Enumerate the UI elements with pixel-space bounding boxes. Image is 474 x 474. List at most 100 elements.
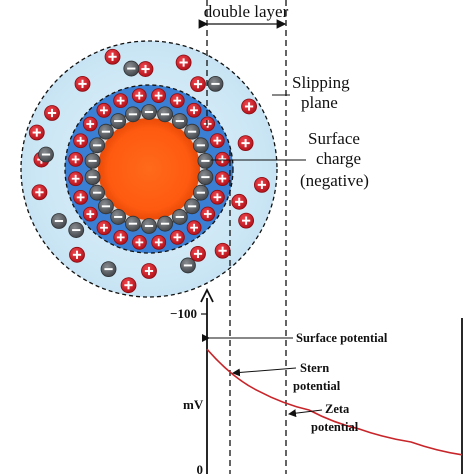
plus-sign-icon (79, 193, 82, 202)
plus-sign-icon (176, 233, 179, 242)
double-layer-label: double layer (204, 2, 289, 21)
diffuse-positive-ion (141, 263, 157, 279)
diffuse-positive-ion (120, 277, 137, 294)
plus-sign-icon (245, 216, 248, 225)
y-axis-arrowhead (200, 287, 214, 303)
diffuse-layer-ions (28, 48, 270, 294)
plus-sign-icon (176, 96, 179, 105)
stern-positive-ion (131, 88, 147, 104)
stern-potential-label-line1: Stern (300, 361, 329, 375)
plus-sign-icon (221, 246, 224, 255)
surface-charge-label-line1: Surface (308, 129, 360, 148)
diffuse-negative-ion (180, 257, 196, 274)
tick-label-top: −100 (170, 306, 197, 321)
stern-positive-ion (96, 102, 112, 118)
stern-positive-ion (214, 151, 230, 167)
minus-sign-icon (128, 222, 138, 225)
stern-positive-ion (214, 171, 230, 186)
plus-sign-icon (238, 197, 241, 206)
stern-positive-ion (169, 229, 185, 245)
surface-negative-ion (89, 137, 106, 154)
plus-sign-icon (144, 64, 147, 74)
minus-sign-icon (160, 222, 170, 225)
minus-sign-icon (101, 130, 111, 133)
diffuse-positive-ion (69, 246, 85, 263)
plus-sign-icon (157, 238, 160, 247)
minus-sign-icon (183, 264, 193, 267)
diffuse-positive-ion (253, 176, 270, 193)
plus-sign-icon (127, 281, 130, 290)
minus-sign-icon (72, 229, 81, 232)
diffuse-positive-ion (190, 76, 206, 93)
plus-sign-icon (157, 91, 160, 100)
stern-potential-label-line2: potential (293, 379, 341, 393)
stern-positive-ion (96, 220, 112, 236)
surface-negative-ion (125, 215, 141, 232)
surface-potential-label: Surface potential (296, 331, 388, 345)
plus-sign-icon (119, 233, 122, 242)
plus-sign-icon (89, 210, 92, 218)
minus-sign-icon (41, 153, 51, 156)
minus-sign-icon (201, 176, 210, 179)
minus-sign-icon (196, 144, 205, 147)
slipping-plane-callout: Slipping plane (272, 73, 350, 112)
plus-sign-icon (89, 120, 92, 128)
minus-sign-icon (196, 191, 205, 194)
plus-sign-icon (79, 136, 82, 145)
surface-negative-ion (110, 113, 127, 129)
minus-sign-icon (93, 144, 102, 147)
minus-sign-icon (187, 130, 197, 133)
minus-sign-icon (201, 159, 210, 162)
diffuse-positive-ion (231, 193, 248, 210)
plus-sign-icon (81, 79, 84, 89)
stern-potential-leader (232, 367, 297, 377)
plus-sign-icon (102, 106, 105, 115)
surface-negative-ion (184, 198, 200, 215)
diffuse-negative-ion (207, 75, 224, 92)
stern-positive-ion (200, 206, 216, 222)
surface-negative-ion (98, 123, 114, 140)
surface-negative-ion (192, 184, 209, 201)
zeta-potential-label-line2: potential (311, 420, 359, 434)
plus-sign-icon (193, 223, 196, 232)
stern-positive-ion (186, 220, 202, 236)
diffuse-positive-ion (104, 48, 121, 65)
diffuse-positive-ion (214, 242, 231, 259)
surface-negative-ion (141, 218, 157, 234)
minus-sign-icon (128, 113, 138, 116)
minus-sign-icon (175, 120, 184, 123)
surface-negative-ion (171, 113, 188, 129)
tick-label-bottom: 0 (197, 462, 204, 474)
surface-negative-ion (157, 106, 173, 123)
plus-sign-icon (138, 238, 141, 247)
minus-sign-icon (144, 225, 154, 227)
stern-positive-ion (113, 93, 129, 109)
surface-negative-ion (110, 209, 127, 225)
surface-negative-ion (184, 123, 200, 140)
stern-positive-ion (73, 189, 89, 205)
surface-charge-label-line2: charge (316, 149, 361, 168)
minus-sign-icon (104, 268, 113, 271)
minus-sign-icon (114, 120, 123, 123)
plus-sign-icon (103, 223, 105, 232)
stern-positive-ion (73, 133, 89, 149)
plus-sign-icon (206, 120, 209, 128)
plus-sign-icon (119, 96, 122, 105)
plus-sign-icon (51, 108, 53, 118)
plus-sign-icon (260, 180, 263, 189)
surface-charge-callout: Surface charge (negative) (211, 129, 369, 190)
stern-positive-ion (200, 116, 216, 132)
plus-sign-icon (216, 193, 219, 202)
diffuse-positive-ion (241, 98, 257, 115)
slipping-plane-label-line1: Slipping (292, 73, 350, 92)
surface-negative-ion (197, 152, 214, 169)
minus-sign-icon (187, 205, 197, 208)
particle (20, 40, 278, 298)
minus-sign-icon (101, 205, 111, 208)
surface-negative-ion (171, 209, 188, 225)
plus-sign-icon (193, 106, 195, 115)
diffuse-positive-ion (31, 184, 48, 201)
diffuse-positive-ion (44, 105, 60, 121)
diffuse-negative-ion (38, 146, 54, 163)
plus-sign-icon (197, 80, 199, 89)
